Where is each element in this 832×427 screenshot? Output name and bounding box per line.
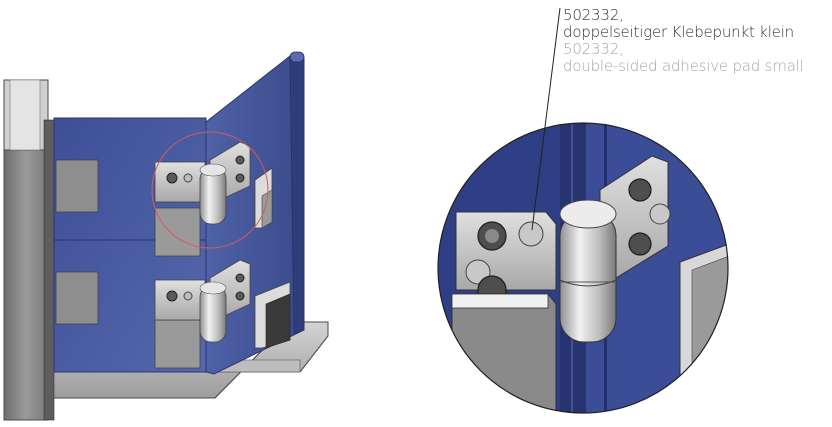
upper-hinge (154, 141, 251, 225)
detail-marker-circle (151, 131, 269, 249)
callout-de-description: doppelseitiger Klebepunkt klein (563, 23, 794, 41)
leader-line (531, 7, 561, 231)
callout-de-part-number: 502332, (563, 6, 624, 24)
callout-en-part-number: 502332, (563, 40, 624, 58)
lower-hinge (154, 259, 251, 343)
overview-assembly (3, 51, 329, 421)
callout-en-description: double-sided adhesive pad small (563, 57, 804, 75)
detail-circle-border (437, 122, 729, 414)
